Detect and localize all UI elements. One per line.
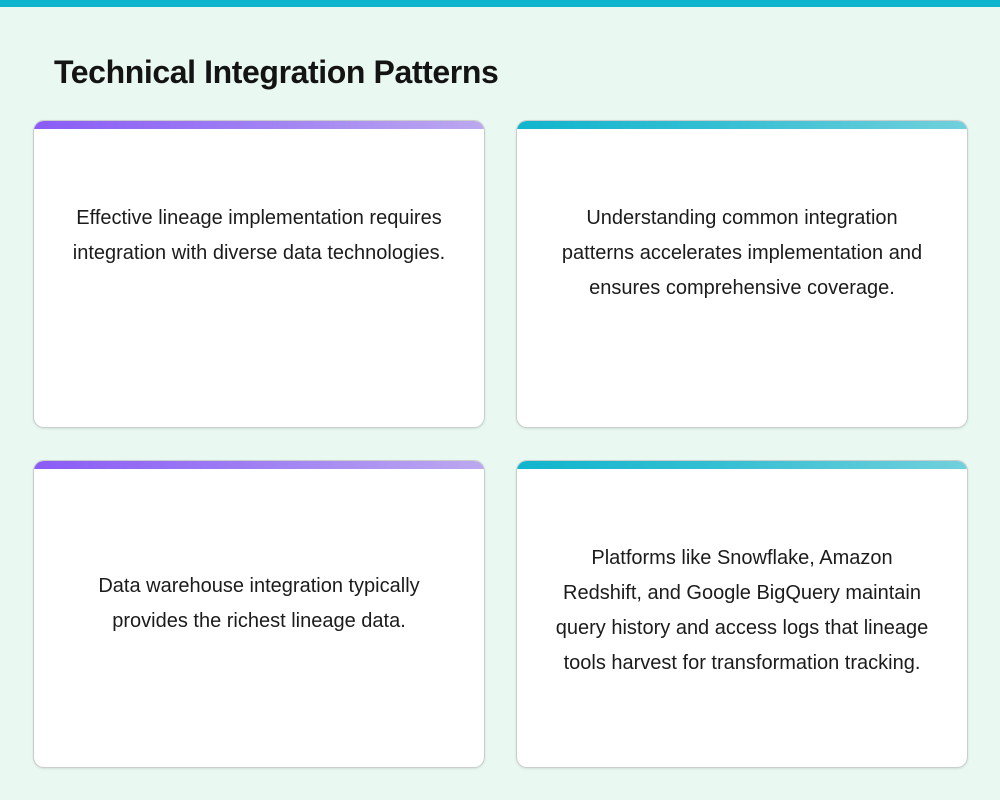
top-accent-bar (0, 0, 1000, 7)
card-accent-bar (34, 461, 484, 469)
page-title: Technical Integration Patterns (54, 54, 499, 91)
card-accent-bar (517, 121, 967, 129)
card-body-text: Data warehouse integration typically pro… (98, 575, 420, 632)
content-card: Understanding common integration pattern… (516, 120, 968, 428)
content-card: Data warehouse integration typically pro… (33, 460, 485, 768)
card-body-text: Effective lineage implementation require… (72, 207, 446, 264)
card-accent-bar (517, 461, 967, 469)
card-body-text: Understanding common integration pattern… (561, 207, 923, 299)
content-card: Effective lineage implementation require… (33, 120, 485, 428)
card-body-text: Platforms like Snowflake, Amazon Redshif… (555, 547, 929, 674)
content-card: Platforms like Snowflake, Amazon Redshif… (516, 460, 968, 768)
card-accent-bar (34, 121, 484, 129)
card-grid: Effective lineage implementation require… (33, 120, 968, 768)
